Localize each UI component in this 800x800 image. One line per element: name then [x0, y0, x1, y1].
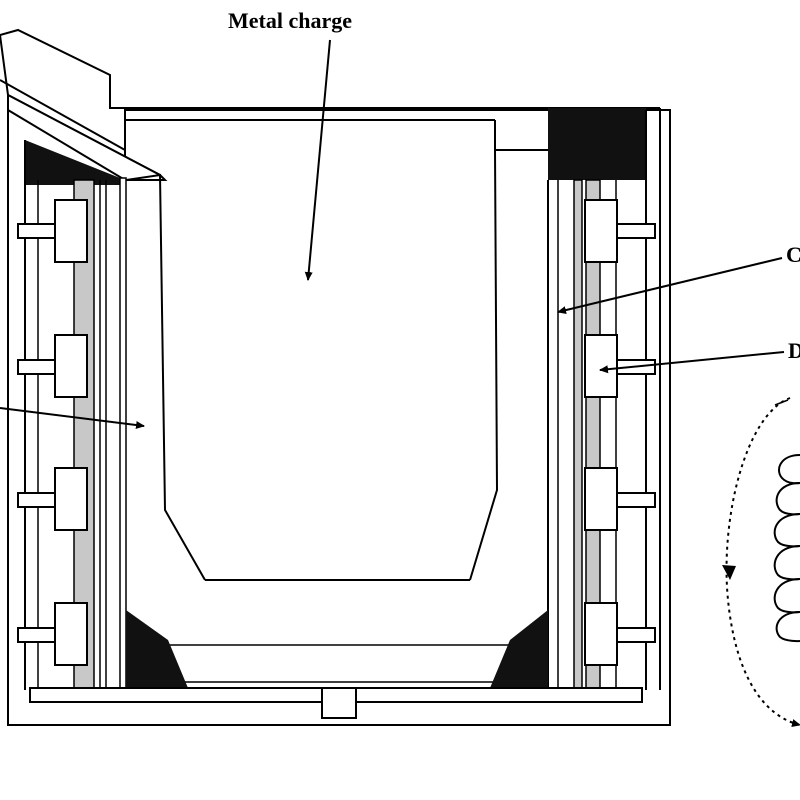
right-clamp-3 [584, 467, 618, 531]
right-refractory-top [548, 108, 646, 180]
right-label-d: D [788, 338, 800, 363]
left-clamp-4 [54, 602, 88, 666]
right-label-c-arrow [557, 257, 783, 315]
metal-charge-label: Metal charge [228, 8, 352, 33]
right-clamp-4 [584, 602, 618, 666]
left-clamp-2 [54, 334, 88, 398]
right-coil-clamps [584, 199, 656, 666]
left-wall-assembly [24, 140, 206, 691]
left-coil-clamps [17, 199, 88, 666]
right-wall-assembly [469, 108, 661, 691]
right-label-c: C [786, 242, 800, 267]
right-label-d-arrow [599, 351, 785, 374]
coil-illustration [722, 397, 800, 727]
metal-charge-arrow [304, 39, 331, 281]
left-refractory-top [25, 140, 120, 185]
magnetic-field-loop [725, 397, 800, 727]
lid-spout [0, 28, 168, 181]
left-clamp-3 [54, 467, 88, 531]
crucible-bottom [126, 579, 548, 688]
right-clamp-1 [584, 199, 618, 263]
right-clamp-2 [584, 334, 618, 398]
left-clamp-1 [54, 199, 88, 263]
furnace-outer-casing [7, 107, 671, 726]
coil-turns [773, 454, 800, 643]
base-plate [29, 687, 643, 719]
left-label-arrow [0, 407, 145, 429]
